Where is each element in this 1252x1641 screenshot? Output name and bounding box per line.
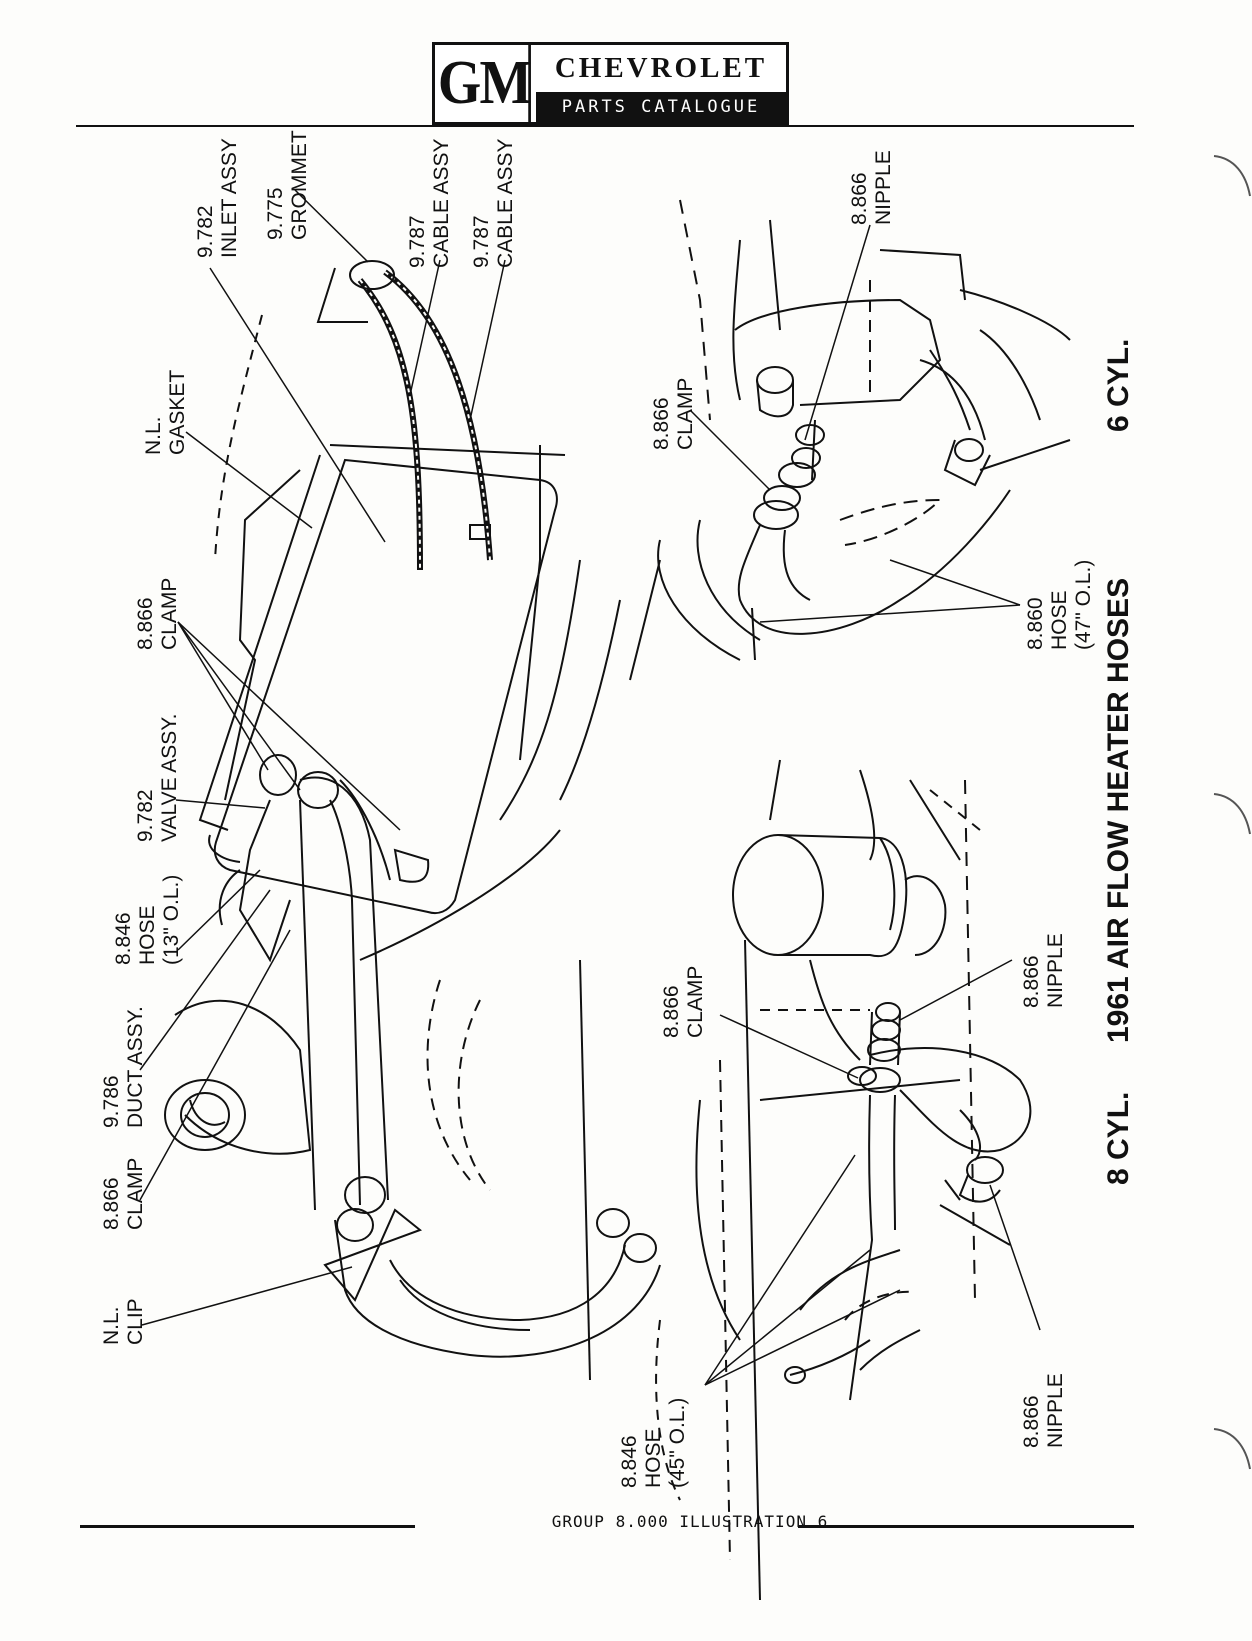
label-nipple-8cyl-bottom: 8.866NIPPLE — [1020, 1373, 1067, 1448]
catalogue-subtitle: PARTS CATALOGUE — [536, 92, 786, 122]
label-hose-13: 8.846HOSE(13" O.L.) — [112, 875, 183, 965]
eight-cyl-leader-lines — [704, 959, 1041, 1386]
six-cyl-drawing — [657, 199, 1071, 661]
label-hose-47: 8.860HOSE(47" O.L.) — [1024, 560, 1095, 650]
binder-mark-middle — [1213, 793, 1251, 835]
footer-rule-left — [80, 1525, 415, 1528]
eight-cyl-drawing — [655, 759, 1032, 1601]
label-valve-assy: 9.782VALVE ASSY. — [134, 714, 181, 842]
footer-rule-right — [798, 1525, 1134, 1528]
binder-mark-bottom — [1213, 1428, 1251, 1470]
footer-text: GROUP 8.000 ILLUSTRATION 6 — [551, 1512, 829, 1531]
brand-name: CHEVROLET — [554, 52, 768, 84]
label-nipple-6cyl: 8.866NIPPLE — [848, 150, 895, 225]
label-nl-clip: N.L.CLIP — [100, 1298, 147, 1345]
page-title: 1961 AIR FLOW HEATER HOSES — [1102, 578, 1135, 1043]
label-6-cyl: 6 CYL. — [1102, 339, 1135, 432]
six-cyl-leader-lines — [689, 224, 1021, 623]
label-inlet-assy: 9.782INLET ASSY — [194, 138, 241, 258]
label-8-cyl: 8 CYL. — [1102, 1092, 1135, 1185]
gm-mark: GM — [438, 45, 532, 122]
left-leader-lines — [139, 189, 506, 1326]
label-cable-assy-2: 9.787CABLE ASSY — [470, 138, 517, 268]
header-rule — [76, 125, 1134, 127]
label-hose-45: 8.846HOSE(45" O.L.) — [618, 1398, 689, 1488]
label-duct-assy: 9.786DUCT ASSY. — [100, 1006, 147, 1128]
label-clamp-6cyl: 8.866CLAMP — [650, 378, 697, 450]
label-clamp-mid: 8.866CLAMP — [134, 578, 181, 650]
titles: 6 CYL. 8 CYL. 1961 AIR FLOW HEATER HOSES — [1102, 339, 1135, 1185]
label-nl-gasket: N.L.GASKET — [142, 370, 189, 455]
heater-assembly-drawing — [164, 260, 661, 1381]
label-clamp-8cyl: 8.866CLAMP — [660, 966, 707, 1038]
binder-mark-top — [1213, 155, 1251, 197]
gm-logo: GM CHEVROLET PARTS CATALOGUE — [432, 42, 789, 125]
label-clamp-left: 8.866CLAMP — [100, 1158, 147, 1230]
label-cable-assy-1: 9.787CABLE ASSY — [406, 138, 453, 268]
callout-labels: N.L.CLIP 8.866CLAMP 9.786DUCT ASSY. 8.84… — [100, 130, 1095, 1488]
label-grommet: 9.775GROMMET — [264, 130, 311, 240]
footer: GROUP 8.000 ILLUSTRATION 6 — [80, 1512, 1134, 1540]
brand-block: CHEVROLET PARTS CATALOGUE — [536, 45, 786, 122]
label-nipple-8cyl-top: 8.866NIPPLE — [1020, 933, 1067, 1008]
